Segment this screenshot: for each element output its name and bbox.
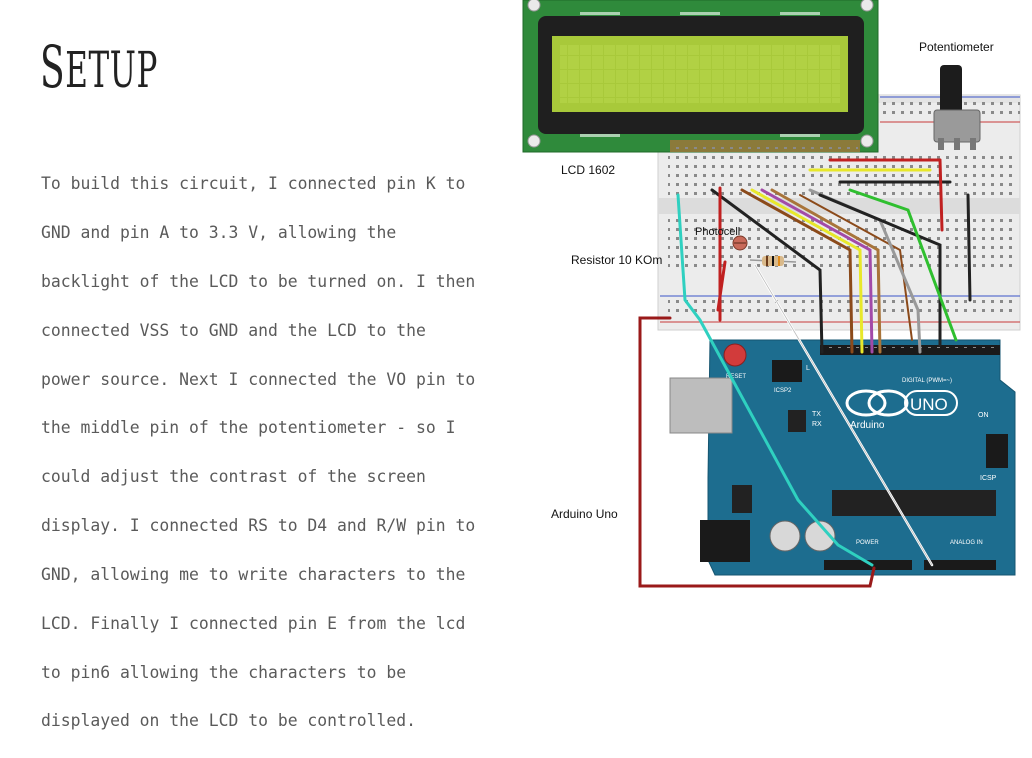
l-led-label: L (806, 365, 810, 372)
icsp2-label: ICSP2 (774, 388, 792, 394)
digital-label: DIGITAL (PWM=~) (902, 378, 952, 384)
lcd-header-pins (670, 140, 860, 152)
body-line: power source. Next I connected the VO pi… (41, 369, 476, 389)
power-jack (700, 520, 750, 562)
body-line: LCD. Finally I connected pin E from the … (41, 613, 466, 633)
title-rest: ETUP (65, 41, 159, 99)
microcontroller (832, 490, 996, 516)
arduino-logo-text: Arduino (850, 420, 885, 431)
usb-connector (669, 377, 733, 434)
body-line: To build this circuit, I connected pin K… (41, 174, 466, 194)
on-label: ON (978, 412, 989, 419)
body-line: displayed on the LCD to be controlled. (41, 711, 416, 731)
body-line: the middle pin of the potentiometer - so… (41, 418, 456, 438)
arduino-uno (669, 339, 1016, 576)
body-line: connected VSS to GND and the LCD to the (41, 320, 426, 340)
body-line: GND and pin A to 3.3 V, allowing the (41, 223, 397, 243)
body-line: GND, allowing me to write characters to … (41, 564, 466, 584)
lcd-label: LCD 1602 (561, 163, 615, 177)
analog-label: ANALOG IN (950, 540, 983, 546)
rx-label: RX (812, 421, 822, 428)
power-header (824, 560, 912, 570)
uno-label: UNO (910, 395, 948, 414)
resistor (749, 256, 797, 266)
body-line: backlight of the LCD to be turned on. I … (41, 272, 476, 292)
slide-title: SETUP (40, 38, 158, 96)
title-first-letter: S (40, 33, 66, 101)
photocell-label: Photocell (695, 226, 740, 238)
icsp-label: ICSP (980, 475, 997, 482)
reset-button (723, 343, 747, 367)
body-line: display. I connected RS to D4 and R/W pi… (41, 516, 476, 536)
lcd-1602 (522, 0, 879, 153)
body-text: To build this circuit, I connected pin K… (41, 148, 521, 758)
body-line: to pin6 allowing the characters to be (41, 662, 407, 682)
tx-label: TX (812, 411, 821, 418)
resistor-label: Resistor 10 KOm (571, 253, 662, 267)
potentiometer (933, 65, 981, 150)
wires (638, 158, 972, 588)
photocell (732, 235, 748, 251)
body-line: could adjust the contrast of the screen (41, 467, 426, 487)
circuit-diagram: UNO Arduino RESET ICSP2 DIGITAL (PWM=~) … (522, 0, 1021, 588)
potentiometer-label: Potentiometer (919, 40, 994, 54)
arduino-label: Arduino Uno (551, 507, 618, 521)
reset-label: RESET (726, 374, 746, 380)
analog-header (924, 560, 996, 570)
power-label: POWER (856, 540, 879, 546)
